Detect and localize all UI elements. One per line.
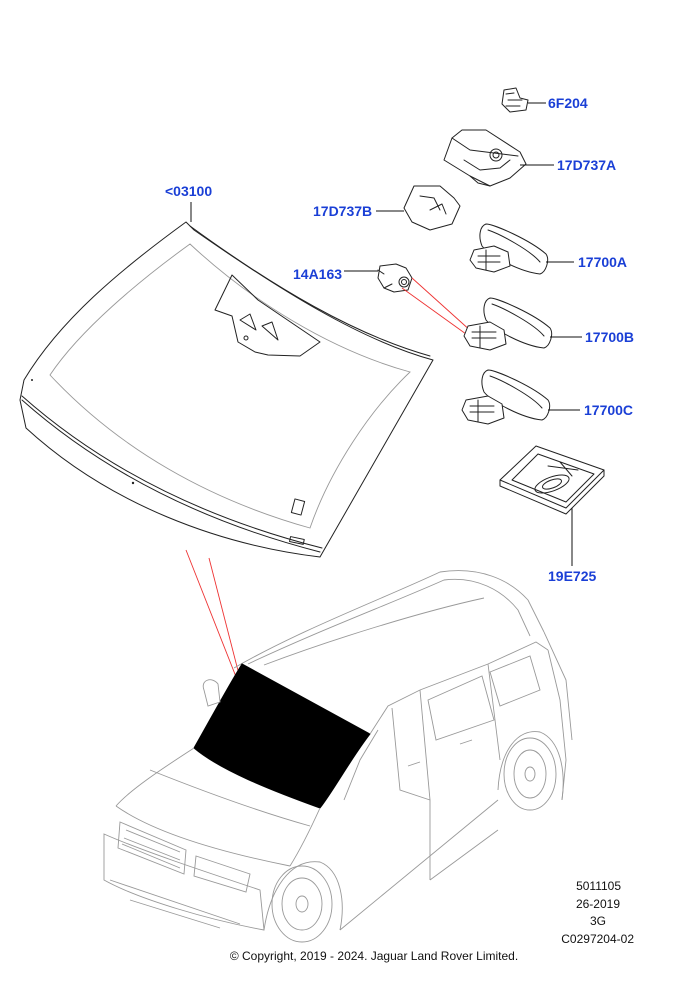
windscreen-illustration xyxy=(19,202,434,558)
reference-code-4: C0297204-02 xyxy=(561,932,634,946)
mirror-b-illustration xyxy=(463,297,582,351)
callout-mirror-cover-b[interactable]: 17D737B xyxy=(313,203,373,219)
callout-sensor-clip[interactable]: 6F204 xyxy=(548,95,588,111)
copyright-notice: © Copyright, 2019 - 2024. Jaguar Land Ro… xyxy=(229,949,519,963)
mirror-cover-a-illustration xyxy=(443,129,554,187)
mirror-a-illustration xyxy=(469,223,574,275)
callout-mirror-a[interactable]: 17700A xyxy=(578,254,628,270)
callout-mirror-cover-a[interactable]: 17D737A xyxy=(557,157,617,173)
callout-windscreen[interactable]: <03100 xyxy=(165,183,213,199)
callout-mirror-b[interactable]: 17700B xyxy=(585,329,635,345)
mirror-c-illustration xyxy=(461,369,580,425)
reference-code-3: 3G xyxy=(589,914,606,928)
reference-code-2: 26-2019 xyxy=(575,897,620,911)
reference-code-1: 5011105 xyxy=(576,879,621,893)
callout-adhesive-kit[interactable]: 19E725 xyxy=(548,568,597,584)
bracket-illustration xyxy=(344,263,413,293)
mirror-cover-b-illustration xyxy=(376,185,461,231)
car-illustration xyxy=(103,570,573,943)
sensor-clip-illustration xyxy=(501,87,546,113)
callout-mirror-c[interactable]: 17700C xyxy=(584,402,634,418)
adhesive-kit-illustration xyxy=(499,445,605,566)
callout-bracket[interactable]: 14A163 xyxy=(293,266,343,282)
